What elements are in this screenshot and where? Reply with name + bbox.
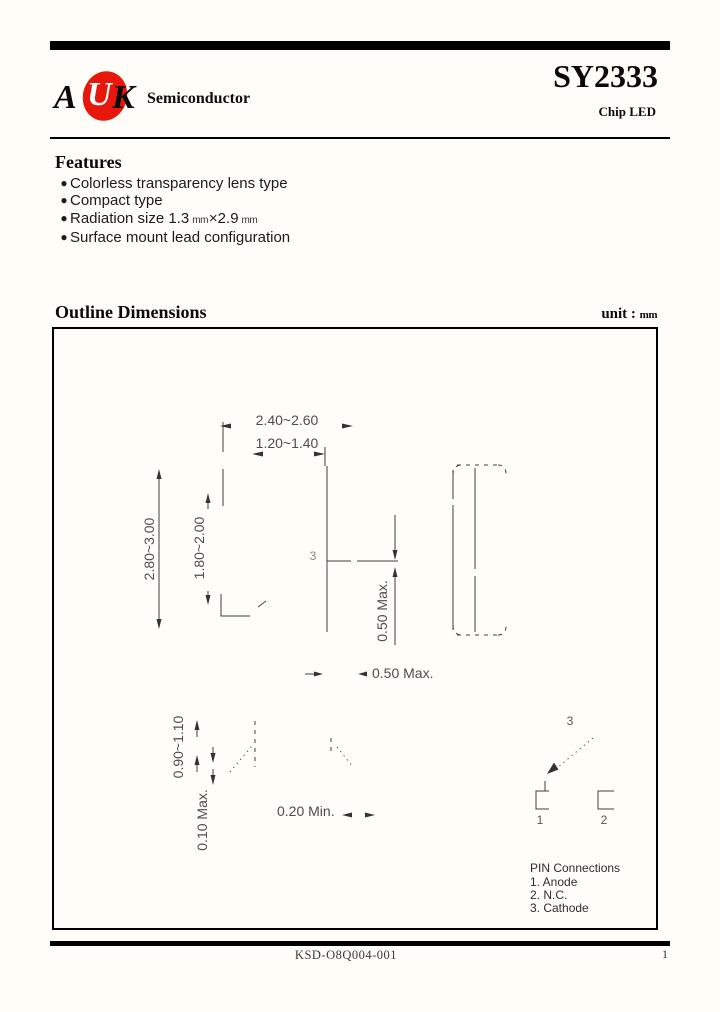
dim-text: 2.40~2.60 <box>256 412 319 428</box>
dim-electrode-height: 0.50 Max. <box>374 515 398 645</box>
bullet-icon: ● <box>60 230 68 245</box>
dim-gap: 0.20 Min. <box>277 803 375 819</box>
dim-lens-width: 1.20~1.40 <box>252 435 325 457</box>
dim-thickness: 0.90~1.10 <box>170 715 200 778</box>
top-view-lines <box>220 422 398 632</box>
pin-connections-title: PIN Connections <box>530 861 620 875</box>
pin-diagram: 3 1 2 <box>535 714 614 827</box>
footer-rule-bar <box>50 941 670 946</box>
header-rule <box>50 137 670 139</box>
top-view-pin3-marker: 3 <box>310 549 317 563</box>
outline-dimensions-title: Outline Dimensions <box>55 302 207 322</box>
logo-letter-k: K <box>111 79 137 116</box>
logo-red-ellipse <box>82 71 128 121</box>
pin3-label: 3 <box>567 714 574 728</box>
page-number: 1 <box>662 947 668 961</box>
dim-lens-length: 1.80~2.00 <box>191 493 211 605</box>
feature-text: ×2.9 <box>208 209 239 227</box>
feature-text: Compact type <box>70 192 163 210</box>
feature-item: ●Compact type <box>58 192 290 209</box>
unit-mm: mm <box>241 214 258 226</box>
dim-text: 1.20~1.40 <box>256 435 319 451</box>
dim-text: 2.80~3.00 <box>141 517 157 580</box>
feature-text: Radiation size 1.3 <box>70 209 190 227</box>
pin-connections: PIN Connections 1. Anode 2. N.C. 3. Cath… <box>530 861 620 915</box>
dim-text: 0.10 Max. <box>194 789 210 850</box>
pin-connection-anode: 1. Anode <box>530 875 578 889</box>
bottom-view-lines <box>229 721 354 773</box>
auk-logo: A U K <box>52 71 137 121</box>
feature-item: ●Colorless transparency lens type <box>58 175 290 192</box>
feature-item: ●Surface mount lead configuration <box>58 229 290 246</box>
unit-text: unit : <box>601 306 636 322</box>
document-number: KSD-O8Q004-001 <box>294 948 398 962</box>
pin-connection-cathode: 3. Cathode <box>530 901 589 915</box>
dim-text: 1.80~2.00 <box>191 516 207 579</box>
dim-overall-width: 2.40~2.60 <box>220 412 353 429</box>
product-type: Chip LED <box>598 104 656 119</box>
dim-text: 0.50 Max. <box>372 665 433 681</box>
top-rule-bar <box>50 41 670 50</box>
part-number: SY2333 <box>553 58 658 94</box>
bullet-icon: ● <box>60 176 68 190</box>
unit-label: unit : mm <box>601 306 657 323</box>
unit-value: mm <box>639 309 658 321</box>
unit-mm: mm <box>192 214 208 226</box>
cathode-arrow-icon <box>547 762 559 774</box>
pin-connection-nc: 2. N.C. <box>530 888 567 902</box>
dim-overall-length: 2.80~3.00 <box>141 469 162 629</box>
features-list: ●Colorless transparency lens type ●Compa… <box>58 175 290 247</box>
outline-drawing-box: 3 2.40~2.60 1.20~1.40 2.80~3.00 1.80~2.0… <box>52 327 658 930</box>
features-title: Features <box>55 152 122 172</box>
dim-standoff: 0.10 Max. <box>194 747 216 851</box>
bullet-icon: ● <box>60 210 68 225</box>
bullet-icon: ● <box>60 193 68 208</box>
side-view-lines <box>452 464 507 636</box>
feature-text: Colorless transparency lens type <box>70 175 288 192</box>
dim-text: 0.90~1.10 <box>170 715 186 778</box>
logo-letter-a: A <box>52 79 77 116</box>
logo-letter-u: U <box>87 76 114 113</box>
feature-text: Surface mount lead configuration <box>70 229 291 247</box>
pin1-label: 1 <box>537 813 544 827</box>
outline-drawing: 3 2.40~2.60 1.20~1.40 2.80~3.00 1.80~2.0… <box>141 412 620 915</box>
pin2-label: 2 <box>601 813 608 827</box>
dim-electrode-width: 0.50 Max. <box>305 665 433 681</box>
dim-text: 0.50 Max. <box>374 580 390 641</box>
company-name: Semiconductor <box>147 90 251 107</box>
dim-text: 0.20 Min. <box>277 803 335 819</box>
